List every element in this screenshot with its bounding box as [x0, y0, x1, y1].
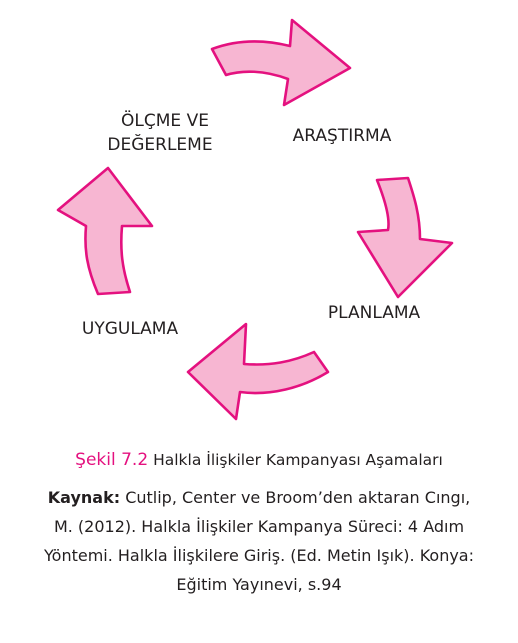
arrow-to-olcme [56, 166, 154, 296]
source-text-1: Cutlip, Center ve Broom’den aktaran Cıng… [125, 488, 471, 507]
source-line-4: Eğitim Yayınevi, s.94 [176, 575, 342, 594]
stage-label-planlama: PLANLAMA [328, 303, 421, 323]
source-line-3: Yöntemi. Halkla İlişkilere Giriş. (Ed. M… [44, 546, 474, 565]
figure-title: Halkla İlişkiler Kampanyası Aşamaları [153, 451, 443, 469]
stage-label-arastirma: ARAŞTIRMA [293, 126, 392, 146]
source-line-2: M. (2012). Halkla İlişkiler Kampanya Sür… [53, 517, 465, 536]
figure-number: Şekil 7.2 [75, 450, 149, 470]
arrow-to-planlama [356, 176, 454, 299]
arrow-to-uygulama [186, 322, 330, 421]
campaign-cycle-diagram: ÖLÇME VE DEĞERLEME ARAŞTIRMA PLANLAMA UY… [56, 18, 454, 421]
source-line-1: Kaynak: Cutlip, Center ve Broom’den akta… [0, 483, 518, 512]
stage-label-uygulama: UYGULAMA [82, 319, 179, 339]
source-citation: Kaynak: Cutlip, Center ve Broom’den akta… [0, 483, 518, 599]
source-label: Kaynak: [47, 488, 121, 507]
arrow-to-arastirma [210, 18, 352, 107]
stage-label-olcme-line1: ÖLÇME VE [121, 109, 209, 131]
stage-label-olcme-line2: DEĞERLEME [107, 133, 212, 155]
figure-caption: Şekil 7.2 Halkla İlişkiler Kampanyası Aş… [0, 448, 518, 472]
